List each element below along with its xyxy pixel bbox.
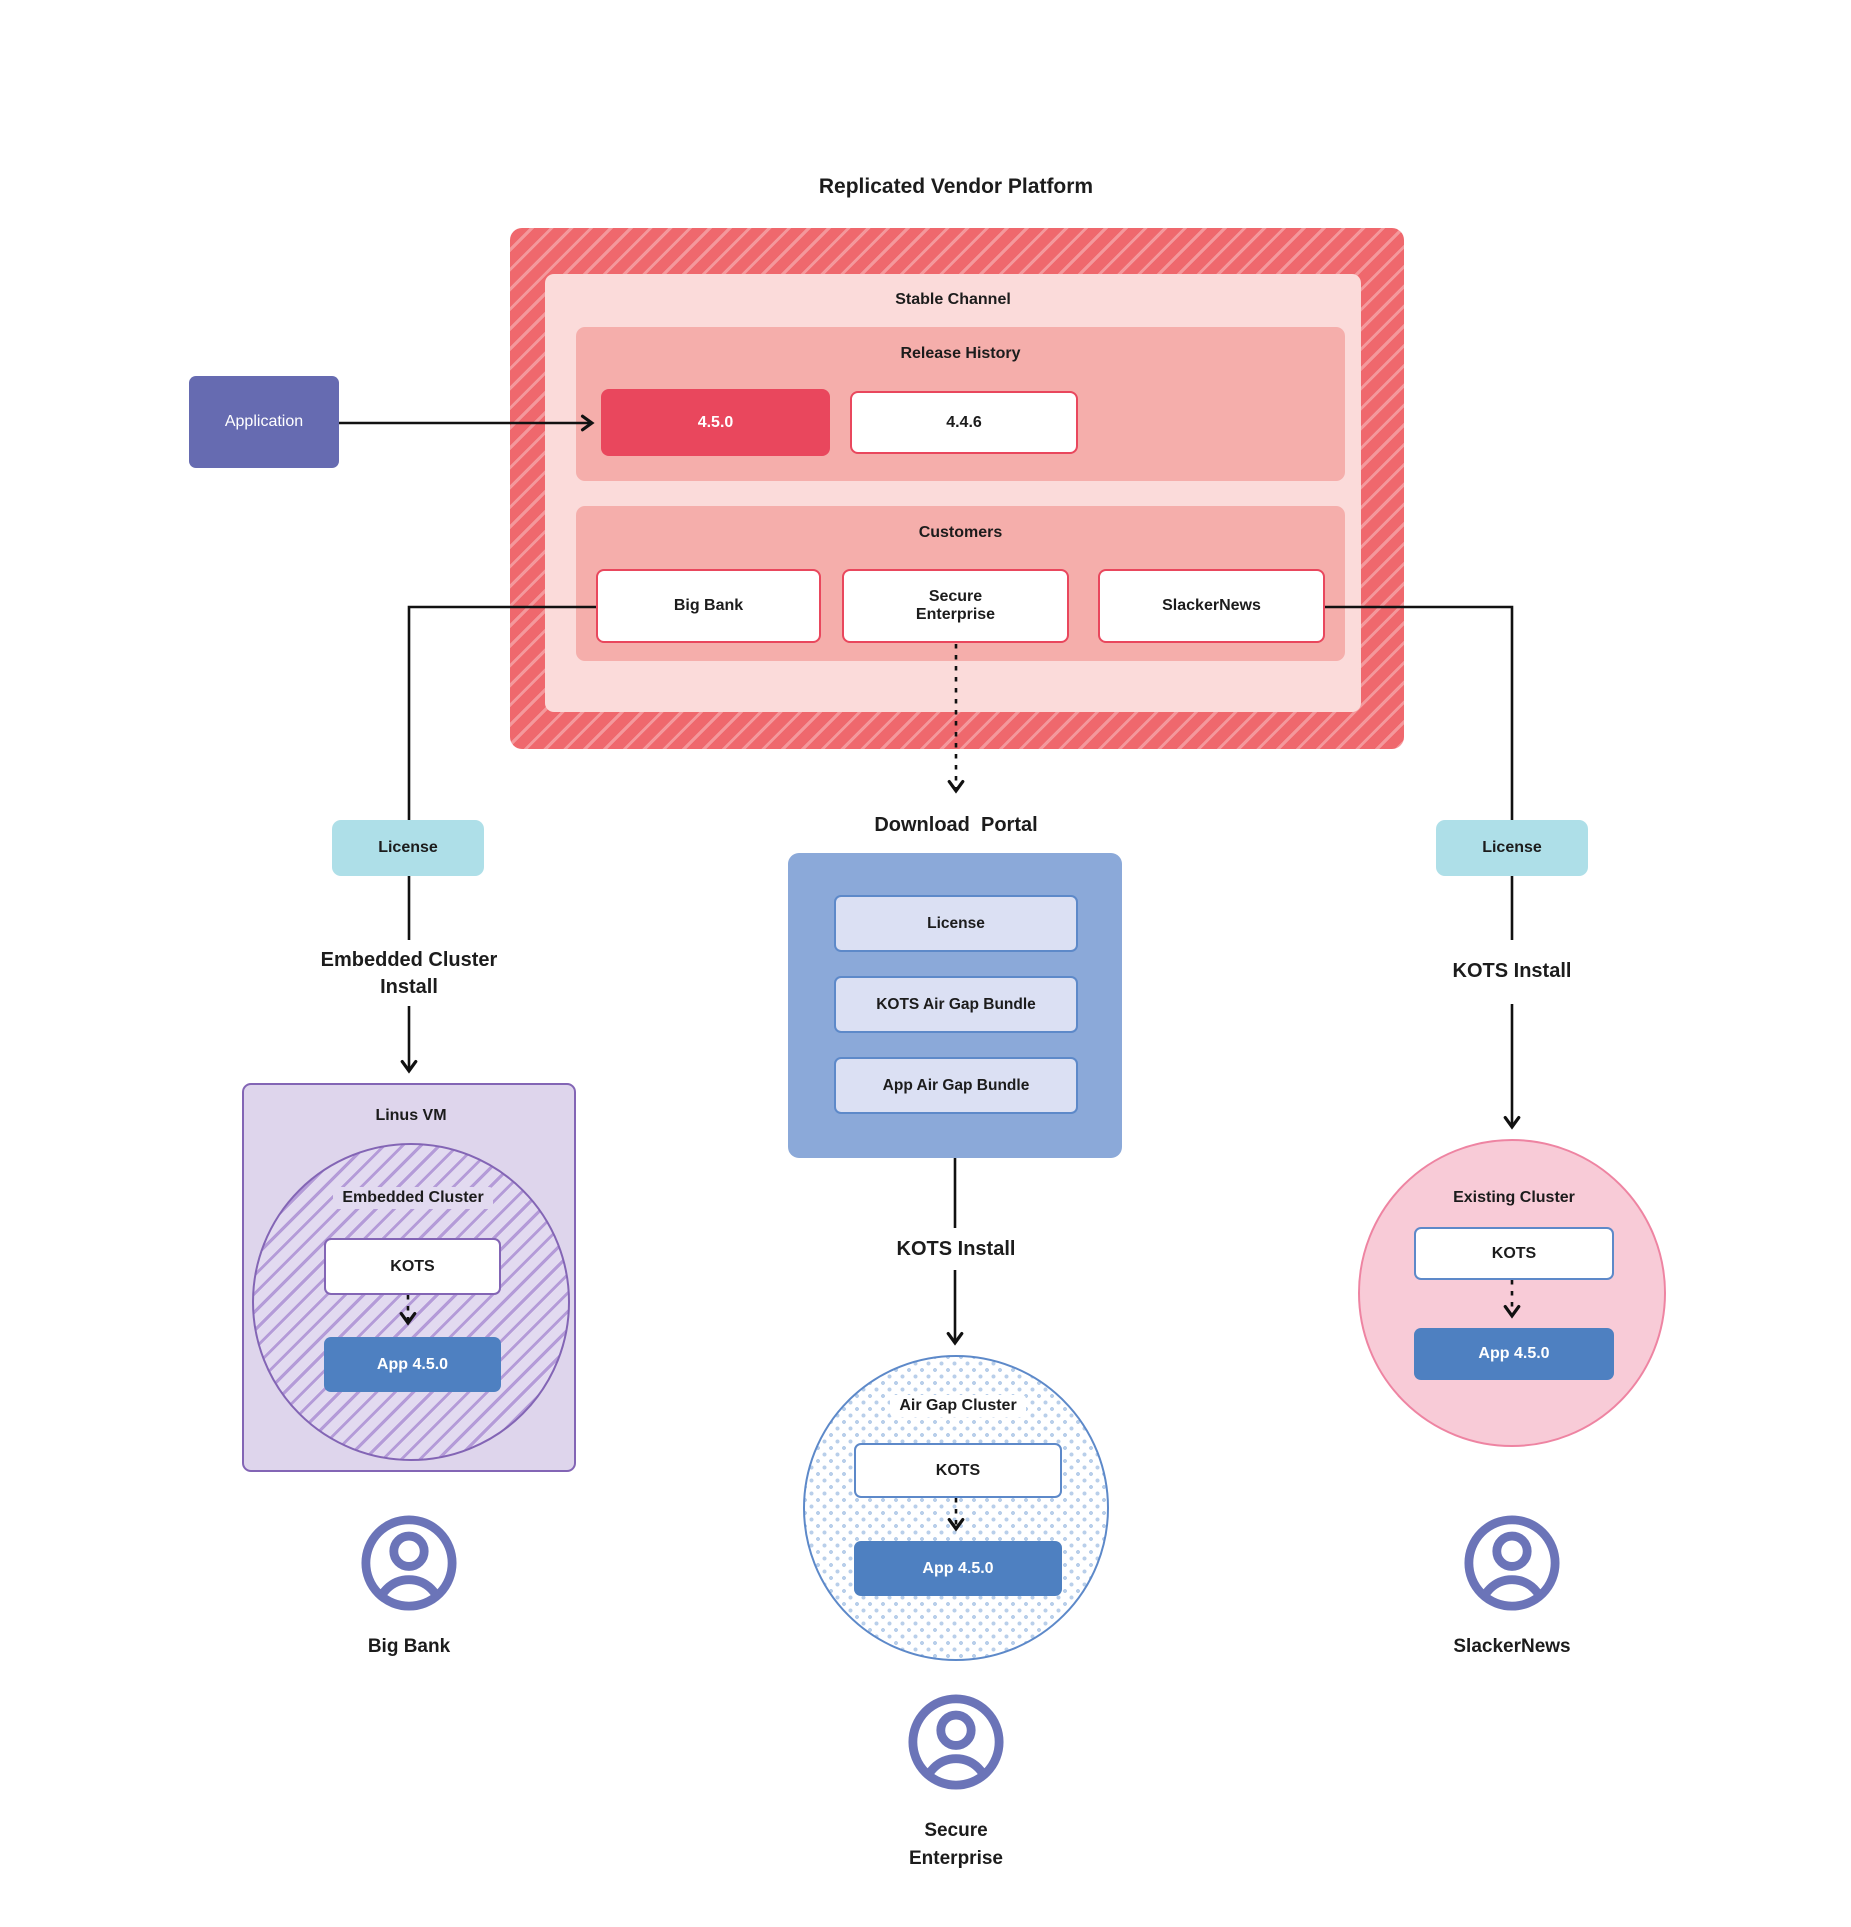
persona-label-secure-enterprise: Secure Enterprise	[909, 1820, 1003, 1869]
kots-box-existing: KOTS	[1414, 1227, 1614, 1280]
persona-label-big-bank: Big Bank	[367, 1636, 451, 1657]
app-box-embedded: App 4.5.0	[324, 1337, 501, 1392]
linus-vm-label: Linus VM	[375, 1107, 447, 1124]
existing-cluster-label: Existing Cluster	[1453, 1189, 1575, 1206]
kots-box-airgap: KOTS	[854, 1443, 1062, 1498]
embedded-cluster-label: Embedded Cluster	[333, 1187, 493, 1209]
download-portal-box: License KOTS Air Gap Bundle App Air Gap …	[788, 853, 1122, 1158]
license-badge-left: License	[332, 820, 484, 876]
customers-label: Customers	[918, 524, 1003, 541]
release-history-box: Release History 4.5.0 4.4.6	[576, 327, 1345, 481]
download-portal-label: Download Portal	[874, 813, 1038, 836]
kots-install-label-right: KOTS Install	[1452, 959, 1572, 982]
user-icon	[908, 1694, 1004, 1790]
air-gap-cluster-label: Air Gap Cluster	[890, 1395, 1026, 1417]
air-gap-cluster-label-row: Air Gap Cluster	[805, 1393, 1111, 1419]
stable-channel-box: Stable Channel Release History 4.5.0 4.4…	[545, 274, 1361, 712]
air-gap-cluster-circle: Air Gap Cluster KOTS App 4.5.0	[803, 1355, 1109, 1661]
user-icon	[1464, 1515, 1560, 1611]
kots-box-embedded: KOTS	[324, 1238, 501, 1295]
persona-label-slackernews: SlackerNews	[1453, 1636, 1571, 1657]
existing-cluster-circle: Existing Cluster KOTS App 4.5.0	[1358, 1139, 1666, 1447]
customer-name: Big Bank	[673, 597, 744, 614]
existing-cluster-label-row: Existing Cluster	[1360, 1185, 1668, 1211]
customers-box: Customers Big Bank Secure Enterprise Sla…	[576, 506, 1345, 661]
release-version-previous: 4.4.6	[850, 391, 1078, 454]
stable-channel-label: Stable Channel	[895, 291, 1011, 308]
embedded-cluster-circle: Embedded Cluster KOTS App 4.5.0	[252, 1143, 570, 1461]
portal-item-app-airgap-bundle: App Air Gap Bundle	[834, 1057, 1078, 1114]
embedded-cluster-install-label: Embedded Cluster Install	[320, 949, 498, 998]
portal-item-kots-airgap-bundle: KOTS Air Gap Bundle	[834, 976, 1078, 1033]
customer-card-slackernews: SlackerNews	[1098, 569, 1325, 643]
application-box: Application	[189, 376, 339, 468]
embedded-cluster-label-row: Embedded Cluster	[254, 1185, 572, 1211]
kots-install-label-center: KOTS Install	[896, 1237, 1016, 1260]
customer-card-secure-enterprise: Secure Enterprise	[842, 569, 1069, 643]
linus-vm-box: Linus VM Embedded Cluster KOTS App 4.5.0	[242, 1083, 576, 1472]
portal-item-license: License	[834, 895, 1078, 952]
release-history-label: Release History	[900, 345, 1021, 362]
release-version-current: 4.5.0	[601, 389, 830, 456]
vendor-platform-frame: Stable Channel Release History 4.5.0 4.4…	[510, 228, 1404, 749]
customer-name: Secure Enterprise	[915, 588, 996, 623]
license-badge-right: License	[1436, 820, 1588, 876]
app-box-airgap: App 4.5.0	[854, 1541, 1062, 1596]
app-box-existing: App 4.5.0	[1414, 1328, 1614, 1380]
user-icon	[361, 1515, 457, 1611]
customer-name: SlackerNews	[1162, 597, 1261, 614]
customer-card-big-bank: Big Bank	[596, 569, 821, 643]
diagram-title: Replicated Vendor Platform	[818, 175, 1094, 198]
